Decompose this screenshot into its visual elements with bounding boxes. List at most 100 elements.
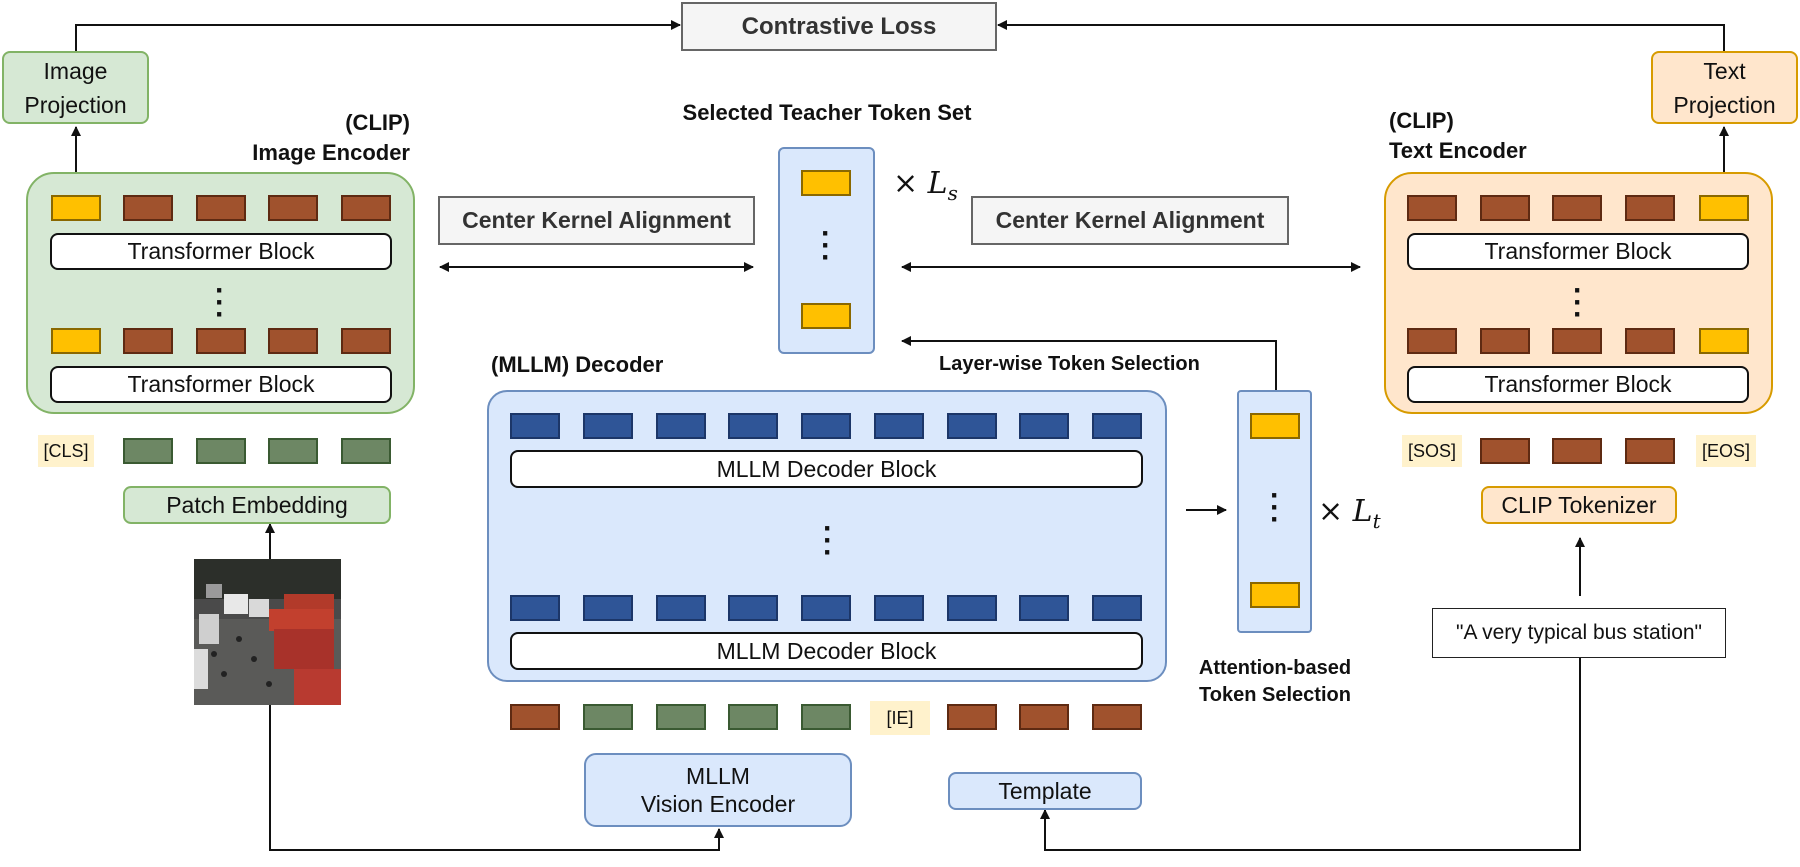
attention-token-bottom (1250, 582, 1300, 608)
image-encoder-title-line1: (CLIP) (345, 110, 410, 135)
image-transformer-block-bottom: Transformer Block (50, 366, 392, 403)
text-input-token (1625, 438, 1675, 464)
text-token (1552, 195, 1602, 221)
sos-tag: [SOS] (1402, 435, 1462, 467)
input-text-token (1092, 704, 1142, 730)
image-cls-token-bottom (51, 328, 101, 354)
text-transformer-block-bottom: Transformer Block (1407, 366, 1749, 403)
image-token (341, 328, 391, 354)
input-image-token (583, 704, 633, 730)
decoder-token-bottom (947, 595, 997, 621)
image-encoder-dots: ··· (215, 274, 225, 331)
decoder-dots: ··· (823, 512, 833, 569)
multiplier-ls-base: × L (893, 166, 948, 201)
patch-token (268, 438, 318, 464)
text-eos-token-bottom (1699, 328, 1749, 354)
attention-token-top (1250, 413, 1300, 439)
mllm-decoder-block-bottom: MLLM Decoder Block (510, 632, 1143, 670)
text-input-token (1480, 438, 1530, 464)
contrastive-loss-box: Contrastive Loss (681, 2, 997, 51)
mllm-decoder-block-top: MLLM Decoder Block (510, 450, 1143, 488)
text-transformer-block-top: Transformer Block (1407, 233, 1749, 270)
decoder-token-bottom (583, 595, 633, 621)
vision-encoder-line2: Vision Encoder (640, 791, 796, 817)
caption-box: "A very typical bus station" (1432, 608, 1726, 658)
decoder-token-bottom (1092, 595, 1142, 621)
multiplier-lt: × Lt (1318, 494, 1381, 533)
multiplier-ls-sub: s (947, 181, 958, 205)
text-token (1480, 328, 1530, 354)
decoder-token-top (947, 413, 997, 439)
decoder-token-bottom (801, 595, 851, 621)
attention-selection-line1: Attention-based (1198, 657, 1352, 679)
text-projection-line2: Projection (1673, 91, 1776, 118)
image-projection-line2: Projection (24, 91, 127, 118)
decoder-token-bottom (656, 595, 706, 621)
multiplier-ls: × Ls (893, 166, 958, 205)
text-token (1625, 328, 1675, 354)
text-eos-token-top (1699, 195, 1749, 221)
patch-embedding-box: Patch Embedding (123, 486, 391, 524)
text-token (1480, 195, 1530, 221)
attention-token-dots: ··· (1270, 479, 1280, 536)
image-encoder-title: (CLIP) Image Encoder (180, 108, 410, 168)
input-text-token (947, 704, 997, 730)
cka-right-box: Center Kernel Alignment (971, 196, 1289, 245)
selected-token-bottom (801, 303, 851, 329)
layerwise-selection-label: Layer-wise Token Selection (939, 353, 1200, 375)
selected-token-dots: ··· (821, 217, 831, 274)
image-cls-token-top (51, 195, 101, 221)
text-token (1407, 195, 1457, 221)
text-encoder-title-line2: Text Encoder (1389, 138, 1527, 163)
clip-tokenizer-box: CLIP Tokenizer (1481, 486, 1677, 524)
text-projection-line1: Text (1703, 57, 1746, 84)
text-encoder-title-line1: (CLIP) (1389, 108, 1454, 133)
multiplier-lt-sub: t (1372, 509, 1381, 533)
text-encoder-title: (CLIP) Text Encoder (1389, 106, 1629, 166)
decoder-token-top (874, 413, 924, 439)
attention-selection-label: Attention-based Token Selection (1180, 655, 1370, 709)
decoder-token-bottom (728, 595, 778, 621)
patch-token (341, 438, 391, 464)
image-token (268, 195, 318, 221)
attention-selection-line2: Token Selection (1199, 684, 1351, 706)
image-token (123, 195, 173, 221)
image-transformer-block-top: Transformer Block (50, 233, 392, 270)
input-text-token (510, 704, 560, 730)
mllm-vision-encoder-box: MLLM Vision Encoder (584, 753, 852, 827)
decoder-token-top (656, 413, 706, 439)
template-box: Template (948, 772, 1142, 810)
image-token (196, 195, 246, 221)
decoder-token-top (801, 413, 851, 439)
ie-tag: [IE] (870, 701, 930, 735)
image-encoder-title-line2: Image Encoder (252, 140, 410, 165)
eos-tag: [EOS] (1696, 435, 1756, 467)
arrow-image-proj-to-loss (75, 20, 681, 52)
image-token (196, 328, 246, 354)
vision-encoder-line1: MLLM (686, 763, 750, 789)
input-image-token (801, 704, 851, 730)
cls-tag: [CLS] (38, 435, 94, 467)
decoder-token-top (1019, 413, 1069, 439)
decoder-token-bottom (874, 595, 924, 621)
text-token (1625, 195, 1675, 221)
image-projection-line1: Image (43, 57, 108, 84)
image-token (123, 328, 173, 354)
image-token (268, 328, 318, 354)
text-token (1407, 328, 1457, 354)
cka-left-box: Center Kernel Alignment (438, 196, 755, 245)
input-image-token (728, 704, 778, 730)
patch-token (196, 438, 246, 464)
arrow-layerwise-selection (901, 336, 1277, 390)
arrow-caption-to-template (1040, 658, 1581, 851)
text-projection-box: Text Projection (1651, 51, 1798, 124)
text-token (1552, 328, 1602, 354)
decoder-token-top (583, 413, 633, 439)
input-text-token (1019, 704, 1069, 730)
decoder-token-bottom (1019, 595, 1069, 621)
arrow-text-proj-to-loss (997, 20, 1725, 52)
patch-token (123, 438, 173, 464)
selected-token-top (801, 170, 851, 196)
arrow-image-to-vision-encoder (269, 705, 724, 851)
